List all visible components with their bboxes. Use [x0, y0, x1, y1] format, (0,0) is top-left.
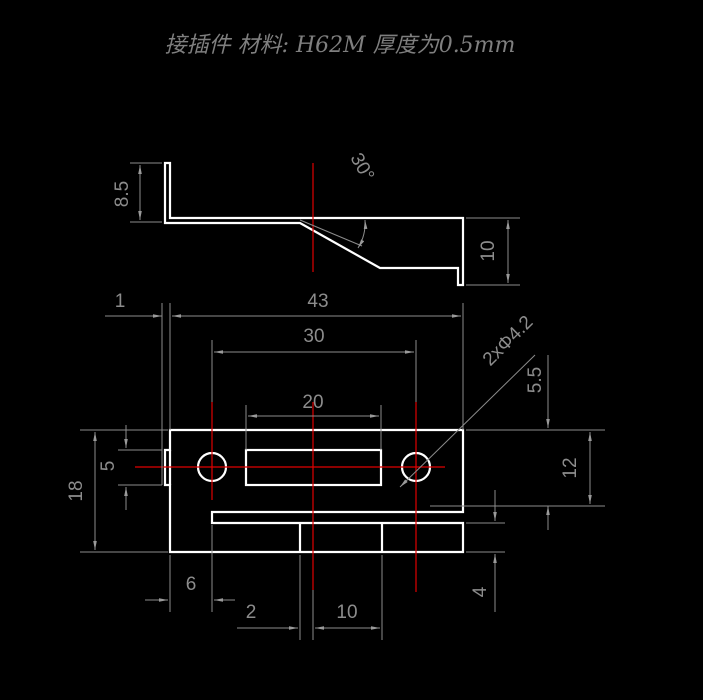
dim-30: 30 [303, 326, 324, 347]
dim-6: 6 [186, 574, 197, 595]
side-view: 8.5 30° 10 [112, 150, 520, 287]
dim-43: 43 [307, 291, 328, 312]
side-view-outline [163, 161, 465, 287]
drawing-title: 接插件 材料: H62M 厚度为0.5mm [165, 33, 516, 58]
dim-1: 1 [115, 291, 126, 312]
angle-ref-line [299, 219, 363, 247]
dim-5: 5 [98, 461, 119, 472]
top-view: 1 43 30 20 2xΦ4.2 5.5 12 4 [66, 291, 605, 640]
dim-10-bottom: 10 [336, 602, 357, 623]
dim-2: 2 [246, 602, 257, 623]
dim-10-side: 10 [478, 240, 499, 261]
dim-angle-30: 30° [345, 150, 378, 185]
dim-18: 18 [66, 480, 87, 501]
dim-5-5: 5.5 [525, 367, 546, 393]
top-view-outline [163, 428, 465, 554]
hole-leader-line [399, 354, 536, 488]
dim-20: 20 [302, 392, 323, 413]
dim-12: 12 [560, 457, 581, 478]
angle-arc [357, 219, 368, 249]
dim-8-5: 8.5 [112, 181, 133, 207]
dim-4: 4 [470, 586, 491, 597]
